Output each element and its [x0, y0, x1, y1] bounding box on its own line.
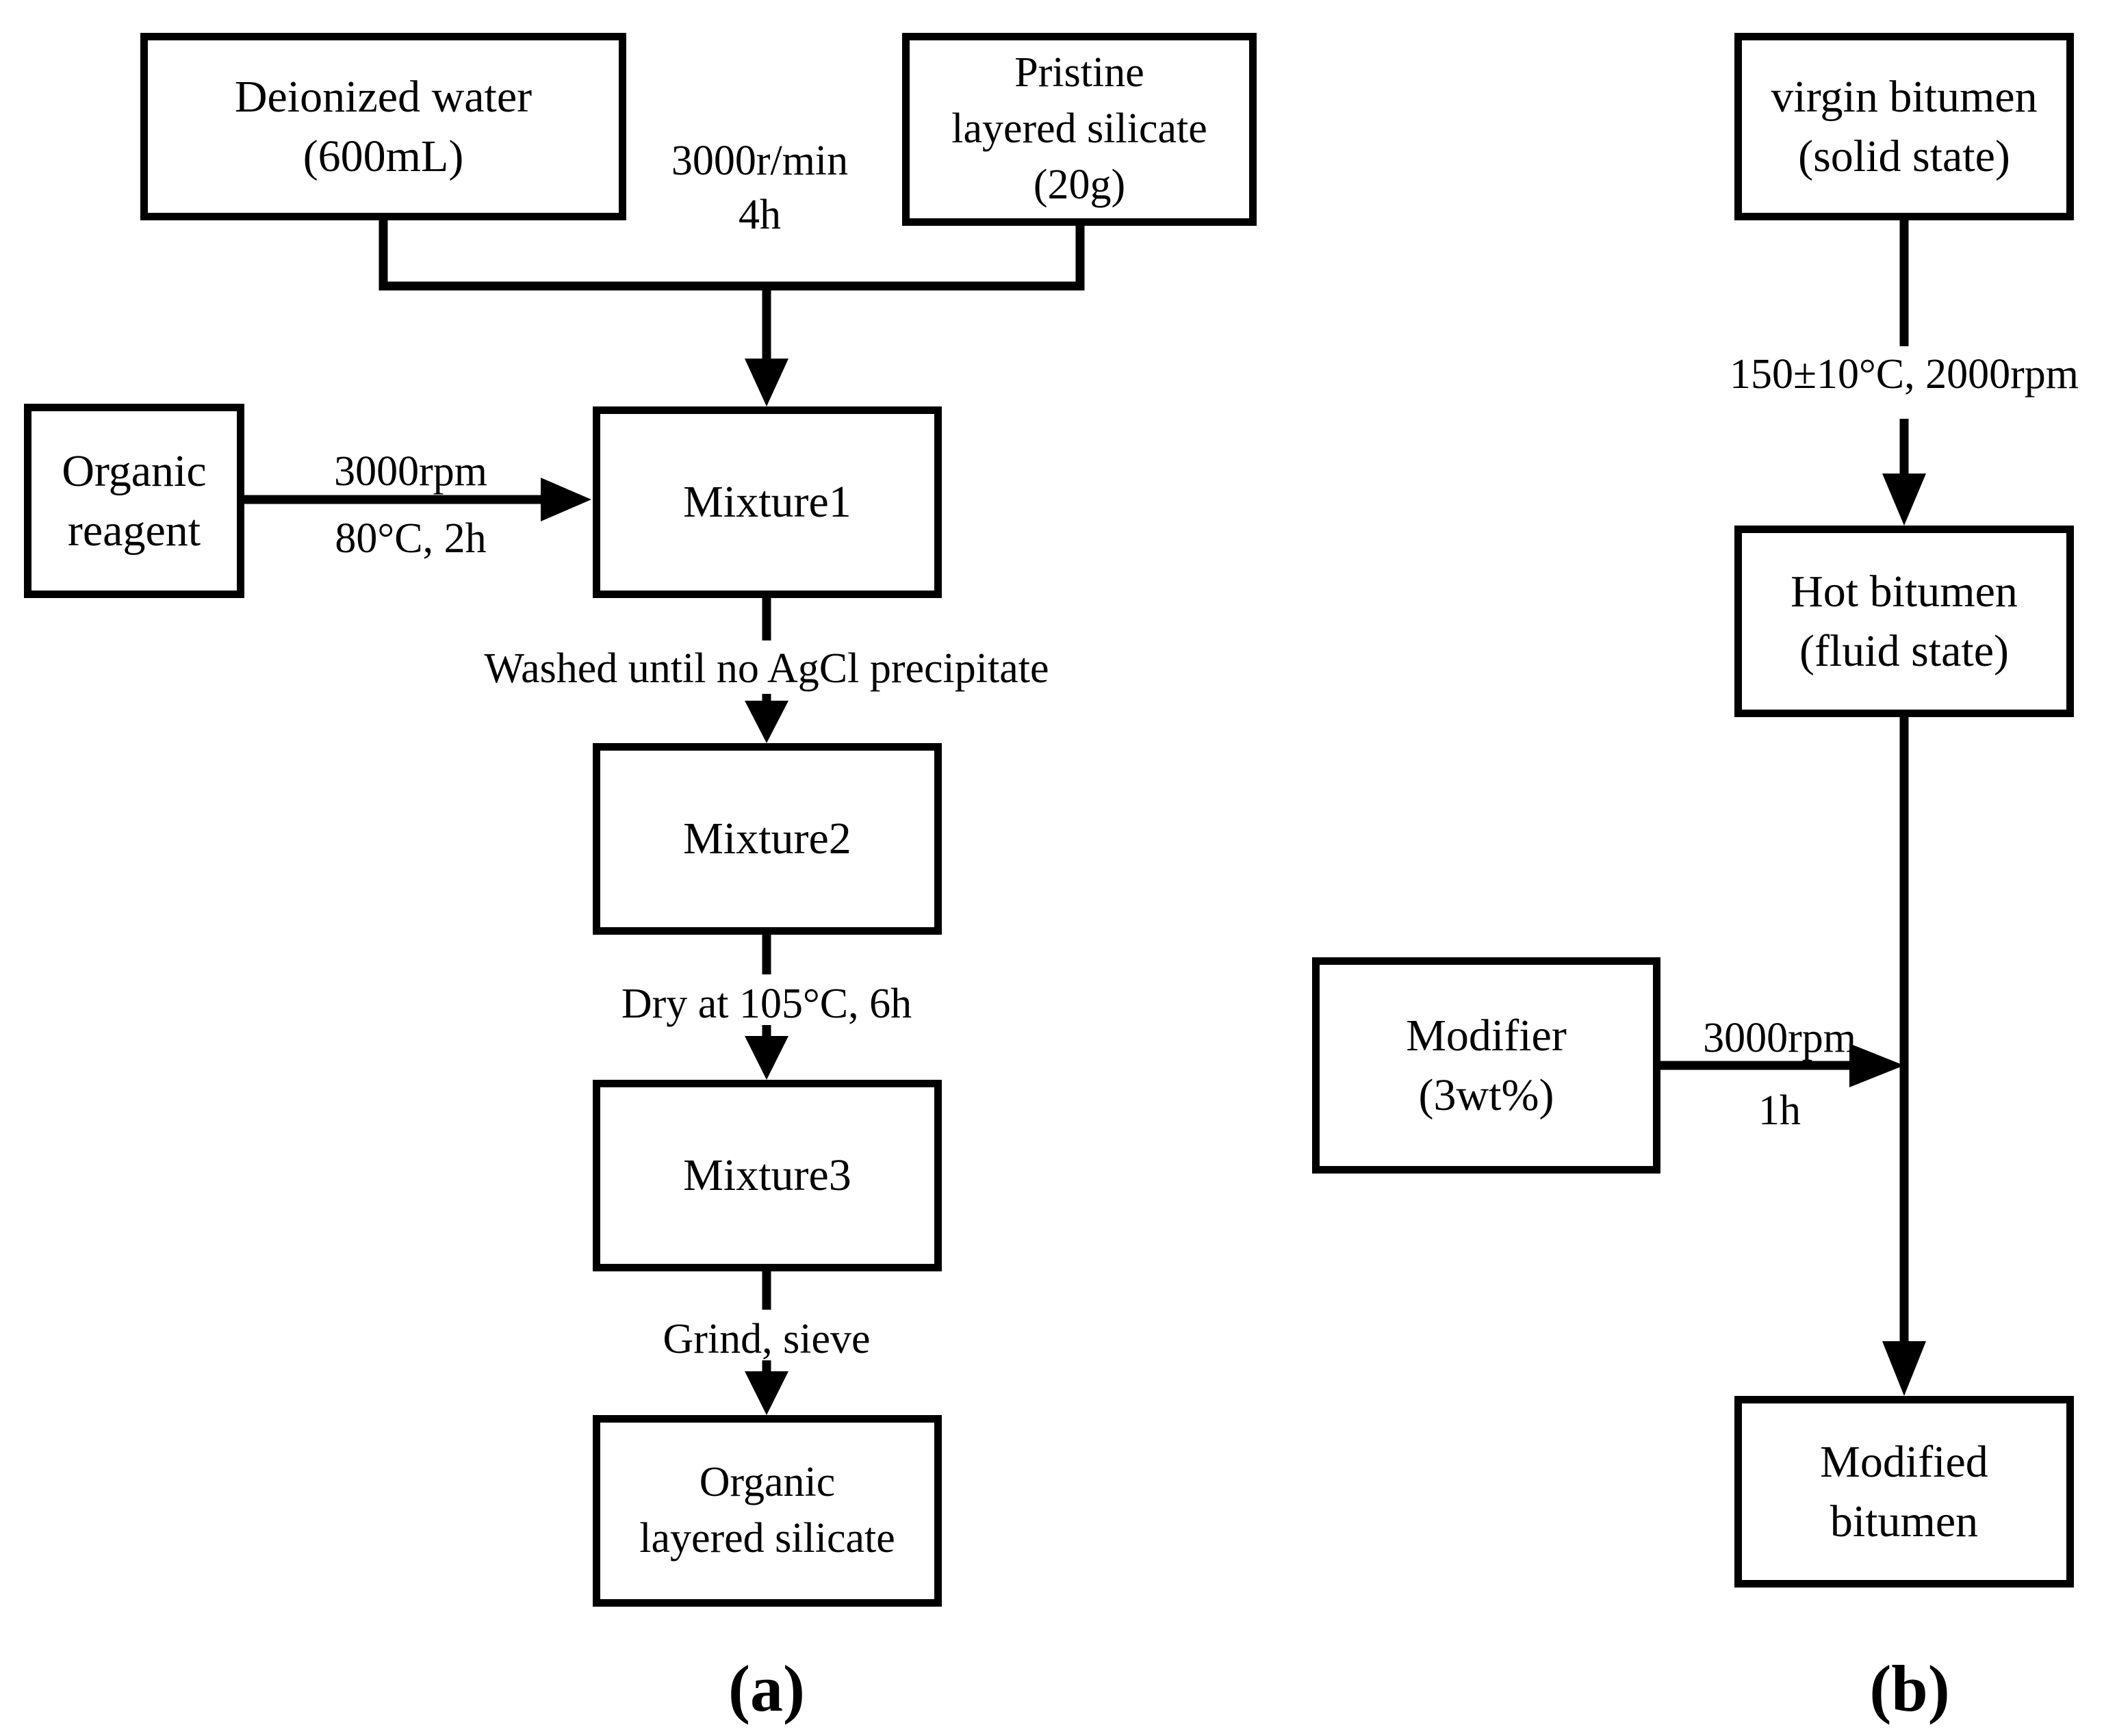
caption-a: (a): [728, 1652, 805, 1725]
node-organic-reagent: Organic reagent: [24, 404, 244, 598]
node-mixture2: Mixture2: [593, 743, 942, 935]
node-hot-bitumen-label: Hot bitumen (fluid state): [1791, 566, 2018, 676]
node-modified-bitumen-label: Modified bitumen: [1820, 1436, 1988, 1546]
node-mixture3: Mixture3: [593, 1080, 942, 1271]
label-dry-step: Dry at 105°C, 6h: [621, 981, 912, 1027]
arrow-mixture3-to-silicate-icon: [745, 1271, 788, 1415]
arrow-mixture2-to-mixture3-icon: [745, 935, 788, 1080]
label-mixing-time: 1h: [1758, 1087, 1801, 1134]
label-heating-conditions: 150±10°C, 2000rpm: [1729, 351, 2079, 398]
node-virgin-bitumen-label: virgin bitumen (solid state): [1771, 71, 2038, 181]
node-hot-bitumen: Hot bitumen (fluid state): [1734, 526, 2074, 717]
label-reagent-rpm: 3000rpm: [334, 448, 487, 495]
node-organic-silicate: Organic layered silicate: [593, 1415, 942, 1607]
node-mixture3-label: Mixture3: [683, 1150, 851, 1201]
label-mixing-rpm: 3000rpm: [1703, 1015, 1856, 1061]
label-wash-step: Washed until no AgCl precipitate: [484, 645, 1049, 692]
node-organic-reagent-label: Organic reagent: [62, 445, 207, 556]
node-modified-bitumen: Modified bitumen: [1734, 1396, 2074, 1588]
node-pristine-silicate-label: Pristine layered silicate (20g): [951, 49, 1207, 208]
node-virgin-bitumen: virgin bitumen (solid state): [1734, 33, 2074, 220]
node-mixture1: Mixture1: [593, 406, 942, 598]
node-mixture1-label: Mixture1: [683, 477, 851, 528]
node-deionized-water-label: Deionized water (600mL): [234, 71, 533, 181]
arrow-reagent-to-mixture1-icon: [244, 478, 591, 521]
node-pristine-silicate: Pristine layered silicate (20g): [902, 33, 1257, 226]
caption-b: (b): [1869, 1652, 1950, 1725]
label-reagent-temp-time: 80°C, 2h: [335, 515, 487, 562]
node-organic-silicate-label: Organic layered silicate: [639, 1459, 895, 1562]
arrow-mixture1-to-mixture2-icon: [745, 598, 788, 743]
label-grind-step: Grind, sieve: [663, 1316, 871, 1362]
arrow-hot-to-modified-icon: [1882, 717, 1926, 1396]
node-modifier: Modifier (3wt%): [1312, 957, 1660, 1174]
arrow-virgin-to-hot-icon: [1882, 220, 1926, 526]
merge-connector: [379, 220, 1085, 291]
node-mixture2-label: Mixture2: [683, 814, 851, 864]
node-deionized-water: Deionized water (600mL): [140, 33, 626, 220]
arrow-modifier-to-line-icon: [1660, 1044, 1904, 1087]
node-modifier-label: Modifier (3wt%): [1406, 1010, 1567, 1120]
arrow-merge-to-mixture1-icon: [745, 286, 788, 406]
label-mix-conditions: 3000r/min 4h: [671, 138, 849, 239]
